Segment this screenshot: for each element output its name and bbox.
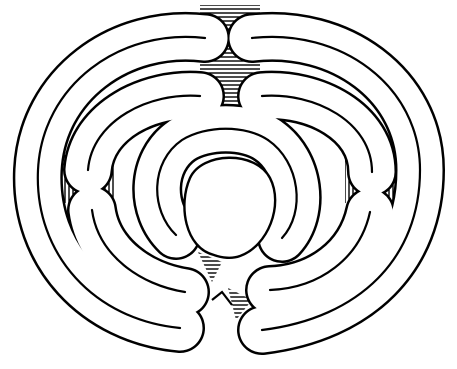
entrance [212,292,232,305]
